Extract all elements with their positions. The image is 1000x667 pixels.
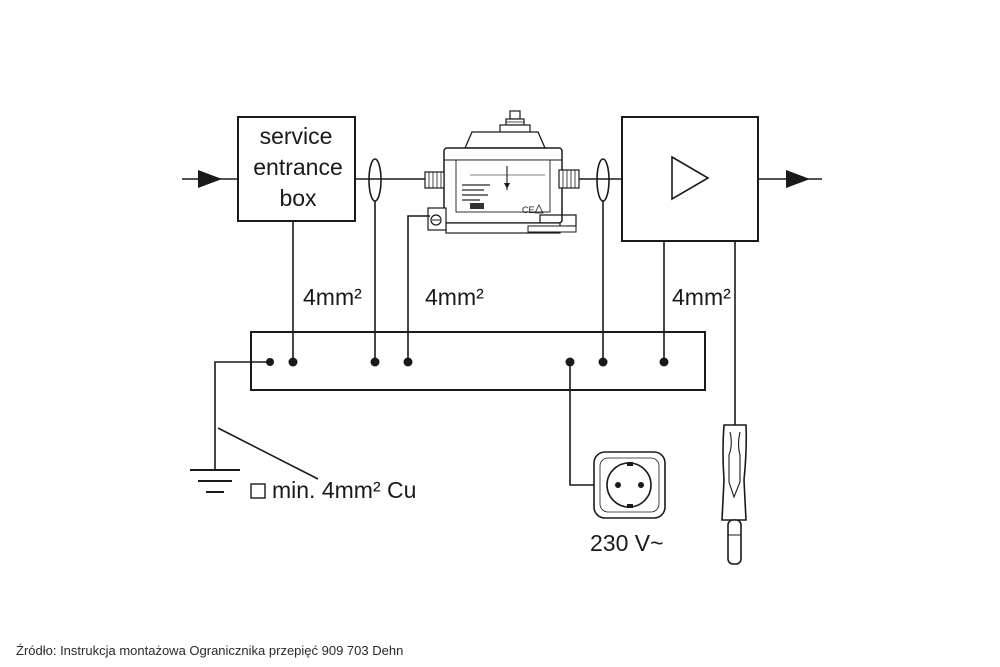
terminal-dot <box>266 358 274 366</box>
terminal-dot <box>659 357 669 367</box>
amplifier-triangle-icon <box>671 155 710 201</box>
wire-size-label-right: 4mm² <box>672 284 731 310</box>
source-caption: Źródło: Instrukcja montażowa Ogranicznik… <box>16 643 403 658</box>
terminal-dot <box>598 357 608 367</box>
equipotential-bonding-bar <box>250 331 706 391</box>
wire-size-label-left: 4mm² <box>303 284 362 310</box>
input-arrow-icon <box>198 170 222 188</box>
service-entrance-box: service entrance box <box>237 116 356 222</box>
service-box-line-3: box <box>279 185 317 211</box>
bond-wire-earth <box>214 361 270 470</box>
service-box-line-1: service <box>260 123 333 149</box>
bond-wire-socket <box>569 362 598 486</box>
power-plug-icon <box>721 424 748 565</box>
square-mark-icon <box>250 483 266 499</box>
amplifier-box <box>621 116 759 242</box>
surge-arrester-device: CE <box>424 110 580 234</box>
cable-clamp-oval-left <box>368 158 382 202</box>
output-arrow-icon <box>786 170 810 188</box>
ce-mark: CE <box>522 205 535 215</box>
ground-icon <box>190 469 240 493</box>
earth-label-leader <box>217 427 319 480</box>
mains-socket-icon <box>593 451 666 519</box>
terminal-dot <box>565 357 575 367</box>
earth-wire-spec: min. 4mm² Cu <box>272 477 416 503</box>
service-box-line-2: entrance <box>253 154 343 180</box>
socket-voltage-label: 230 V~ <box>590 530 664 556</box>
terminal-dot <box>288 357 298 367</box>
wire-size-label-middle: 4mm² <box>425 284 484 310</box>
terminal-dot <box>370 357 380 367</box>
cable-clamp-oval-right <box>596 158 610 202</box>
bond-wire-arrester <box>407 215 430 362</box>
terminal-dot <box>403 357 413 367</box>
